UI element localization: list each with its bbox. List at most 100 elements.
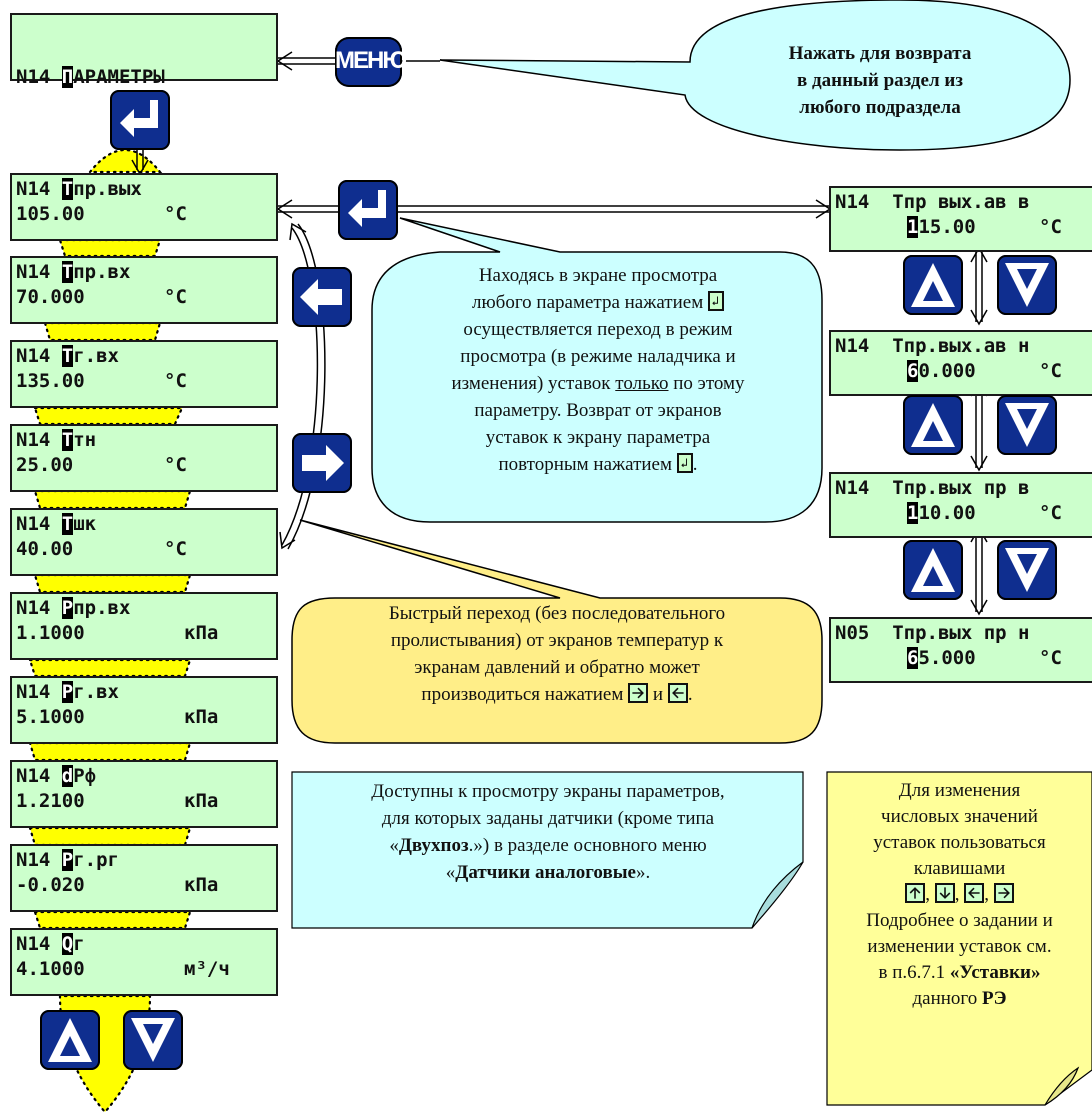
lcd-cursor: d xyxy=(61,765,74,787)
enter-info-text: Находясь в экране просмотра любого парам… xyxy=(451,265,745,475)
lcd-parameter-screen: N14 Ттн 25.00 °C xyxy=(10,424,278,492)
lcd-device-id: N14 xyxy=(16,345,62,367)
menu-key-label: МЕНЮ xyxy=(335,47,407,74)
setpoint-title: N14 Тпр.вых.ав н xyxy=(835,335,1030,357)
param-unit: кПа xyxy=(184,706,219,728)
lcd-setpoint-screen: N14 Тпр.вых.ав н 60.000 °C xyxy=(829,330,1092,396)
arrow-up-icon xyxy=(911,403,955,447)
lcd-device-id: N14 xyxy=(16,178,62,200)
up-key[interactable] xyxy=(903,255,963,315)
lcd-device-id: N14 xyxy=(16,66,62,88)
left-key[interactable] xyxy=(292,267,352,327)
arrow-down-icon xyxy=(1005,403,1049,447)
lcd-cursor: П xyxy=(61,66,74,88)
param-unit: кПа xyxy=(184,622,219,644)
enter-icon xyxy=(120,100,158,137)
param-name: шк xyxy=(73,513,97,535)
setpoint-unit: °C xyxy=(1039,502,1062,524)
setpoint-unit: °C xyxy=(1039,360,1062,382)
param-name: г xyxy=(73,933,85,955)
param-name: г.вх xyxy=(73,681,119,703)
lcd-cursor: Р xyxy=(61,681,74,703)
lcd-cursor: Q xyxy=(61,933,74,955)
lcd-device-id: N14 xyxy=(16,681,62,703)
down-key[interactable] xyxy=(123,1010,183,1070)
menu-key[interactable]: МЕНЮ xyxy=(335,37,407,87)
param-name: г.рг xyxy=(73,849,119,871)
menu-return-text: Нажать для возврата в данный раздел из л… xyxy=(788,43,972,118)
param-value: 5.1000 xyxy=(16,706,85,728)
arrow-down-icon xyxy=(934,883,955,903)
param-name: Рф xyxy=(73,765,97,787)
lcd-cursor: 6 xyxy=(907,647,919,669)
setpoint-value: 15.00 xyxy=(918,216,976,238)
setpoint-value: 0.000 xyxy=(918,360,976,382)
enter-key-setpoints[interactable] xyxy=(338,180,398,240)
right-key[interactable] xyxy=(292,433,352,493)
arrow-down-icon xyxy=(1005,263,1049,307)
lcd-device-id: N14 xyxy=(16,429,62,451)
lcd-device-id: N14 xyxy=(16,261,62,283)
down-key[interactable] xyxy=(997,395,1057,455)
up-key[interactable] xyxy=(903,540,963,600)
setpoint-title: N05 Тпр.вых пр н xyxy=(835,622,1030,644)
param-value: 4.1000 xyxy=(16,958,85,980)
param-value: 1.2100 xyxy=(16,790,85,812)
down-key[interactable] xyxy=(997,255,1057,315)
param-unit: °C xyxy=(164,203,187,225)
lcd-cursor: Р xyxy=(61,849,74,871)
param-unit: °C xyxy=(164,454,187,476)
param-unit: °C xyxy=(164,370,187,392)
setpoint-title: N14 Tпр вых.ав в xyxy=(835,191,1030,213)
arrow-up-icon xyxy=(48,1018,92,1062)
param-value: 135.00 xyxy=(16,370,85,392)
enter-icon xyxy=(348,190,386,227)
arrow-down-icon xyxy=(131,1018,175,1062)
param-name: тн xyxy=(73,429,97,451)
arrow-right-icon xyxy=(993,883,1014,903)
arrow-up-icon xyxy=(911,548,955,592)
enter-icon xyxy=(676,453,693,473)
lcd-title: АРАМЕТРЫ xyxy=(73,66,165,88)
setpoint-unit: °C xyxy=(1039,216,1062,238)
lcd-cursor: Т xyxy=(61,345,74,367)
up-key[interactable] xyxy=(903,395,963,455)
param-value: 70.000 xyxy=(16,286,85,308)
lcd-cursor: 1 xyxy=(907,502,919,524)
lcd-device-id: N14 xyxy=(16,513,62,535)
param-name: пр.вх xyxy=(73,597,131,619)
arrow-right-icon xyxy=(302,445,344,481)
lcd-device-id: N14 xyxy=(16,597,62,619)
setpoint-value: 10.00 xyxy=(918,502,976,524)
up-key[interactable] xyxy=(40,1010,100,1070)
lcd-device-id: N14 xyxy=(16,933,62,955)
param-unit: м³/ч xyxy=(184,958,230,980)
arrow-left-icon xyxy=(964,883,985,903)
edit-note-text: Для изменения числовых значений уставок … xyxy=(827,778,1092,1012)
lcd-cursor: Т xyxy=(61,178,74,200)
enter-key[interactable] xyxy=(110,90,170,150)
lcd-cursor: 6 xyxy=(907,360,919,382)
down-key[interactable] xyxy=(997,540,1057,600)
lcd-device-id: N14 xyxy=(16,849,62,871)
setpoint-unit: °C xyxy=(1039,647,1062,669)
param-value: 25.00 xyxy=(16,454,74,476)
lcd-cursor: Т xyxy=(61,429,74,451)
lcd-cursor: Р xyxy=(61,597,74,619)
lcd-cursor: Т xyxy=(61,261,74,283)
param-value: 105.00 xyxy=(16,203,85,225)
param-name: пр.вх xyxy=(73,261,131,283)
arrow-left-icon xyxy=(300,279,342,315)
lcd-cursor: 1 xyxy=(907,216,919,238)
arrow-down-icon xyxy=(1005,548,1049,592)
edit-note-fold xyxy=(1044,1066,1080,1106)
lcd-parameter-screen: N14 Рг.вх 5.1000 кПа xyxy=(10,676,278,744)
enter-icon xyxy=(707,291,724,311)
